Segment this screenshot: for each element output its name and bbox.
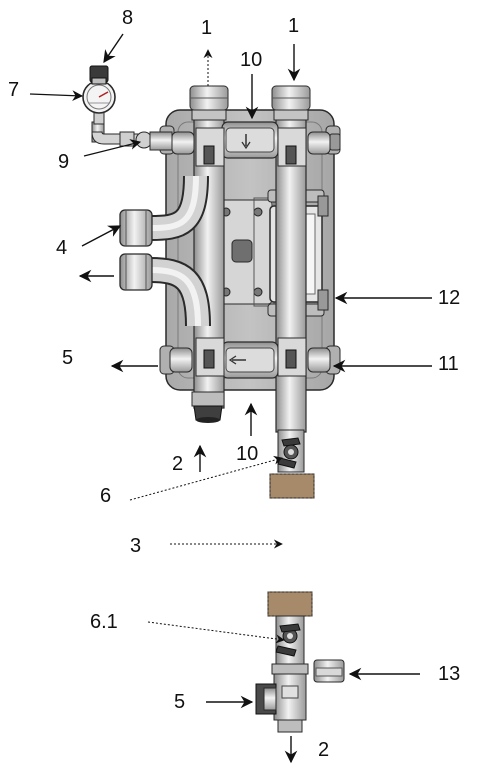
label-7: 7 bbox=[8, 79, 20, 101]
thermometer-windows bbox=[203, 145, 297, 369]
bottom-left-outlet bbox=[191, 391, 225, 423]
label-6: 6 bbox=[100, 485, 112, 507]
label-6-1: 6.1 bbox=[90, 611, 118, 633]
label-13: 13 bbox=[438, 663, 461, 685]
label-1-right: 1 bbox=[288, 15, 300, 37]
side-fittings bbox=[169, 131, 341, 373]
label-4: 4 bbox=[56, 237, 68, 259]
pressure-gauge-assembly bbox=[82, 65, 173, 151]
label-11: 11 bbox=[438, 353, 459, 375]
label-2-bottom: 2 bbox=[318, 739, 330, 761]
label-12: 12 bbox=[438, 287, 461, 309]
detail-valve-assembly bbox=[255, 591, 345, 733]
label-2-top: 2 bbox=[172, 453, 184, 475]
label-10-bottom: 10 bbox=[236, 443, 259, 465]
bottom-right-valve bbox=[269, 429, 315, 499]
label-10-top: 10 bbox=[240, 49, 263, 71]
label-9: 9 bbox=[58, 151, 70, 173]
label-8: 8 bbox=[122, 7, 134, 29]
label-5-bottom: 5 bbox=[174, 691, 186, 713]
left-connection-nuts bbox=[119, 209, 153, 291]
elbow-pipes bbox=[149, 175, 211, 327]
label-3: 3 bbox=[130, 535, 142, 557]
label-5-top: 5 bbox=[62, 347, 74, 369]
leader-arrows bbox=[29, 33, 432, 764]
top-pump bbox=[195, 121, 307, 167]
label-1-left: 1 bbox=[201, 17, 213, 39]
